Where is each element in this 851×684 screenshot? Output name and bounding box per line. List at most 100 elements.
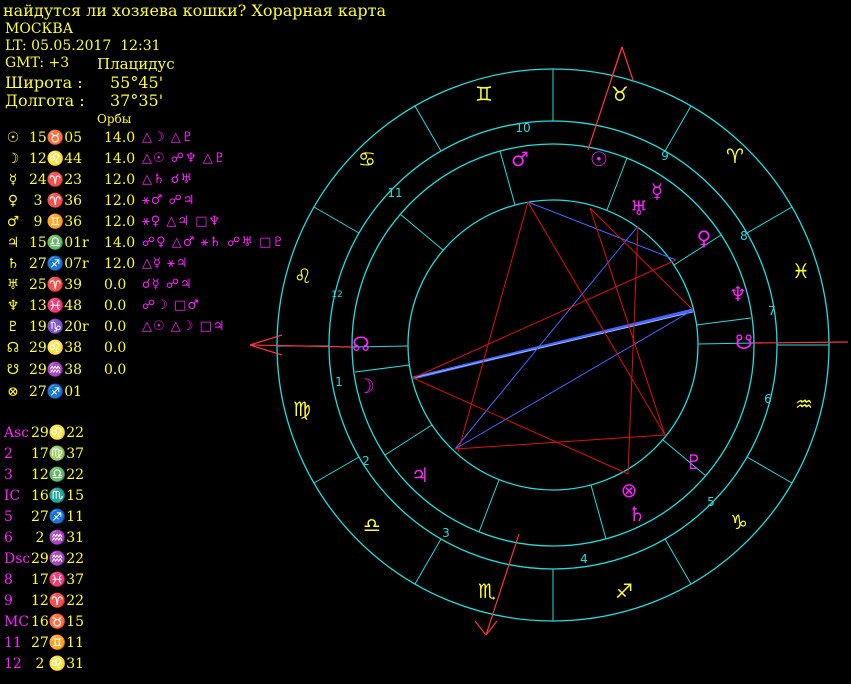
- jupiter-icon: ♃: [411, 463, 429, 487]
- planet-aspects: △♄ ☌♅: [142, 172, 194, 187]
- south-node-icon: ☋: [735, 330, 753, 354]
- part-of-fortune-icon: ⊗: [621, 478, 638, 502]
- sun-icon: ☉: [6, 130, 20, 146]
- house-cusp: 17♍37: [31, 446, 85, 462]
- pisces-icon: ♓: [792, 259, 810, 283]
- longitude-value: 37°35': [110, 91, 164, 110]
- planet-aspects: ⚹♂ ☍♃: [142, 193, 196, 208]
- virgo-icon: ♍: [293, 397, 311, 421]
- aspect-lines: [412, 201, 694, 475]
- libra-icon: ♎: [363, 513, 381, 537]
- house-number: 4: [580, 552, 588, 566]
- planet-position: 12♌44: [29, 151, 83, 167]
- house-label: 11: [4, 635, 22, 651]
- angles-axes: [249, 46, 849, 636]
- planet-orb: 12.0: [104, 193, 136, 209]
- local-time: LT: 05.05.2017 12:31: [5, 38, 161, 54]
- planet-position: 27♐07r: [29, 256, 89, 272]
- house-number: 11: [387, 186, 402, 200]
- scorpio-icon: ♏: [478, 579, 496, 603]
- planet-position: 29♒38: [29, 362, 83, 378]
- sagittarius-icon: ♐: [615, 579, 633, 603]
- chart-title: найдутся ли хозяева кошки? Хорарная карт…: [3, 1, 387, 20]
- jupiter-icon: ♃: [6, 235, 20, 251]
- house-label: 6: [4, 530, 13, 546]
- house-cusp: 2 ♒31: [31, 530, 85, 546]
- planet-position: 15♎01r: [29, 235, 89, 251]
- house-label: 12: [4, 656, 22, 672]
- leo-icon: ♌: [294, 264, 312, 288]
- venus-icon: ♀: [697, 226, 712, 250]
- gemini-icon: ♊: [475, 82, 493, 106]
- house-cusp: 12♈22: [31, 593, 85, 609]
- planet-orb: 0.0: [104, 298, 127, 314]
- north-node-icon: ☊: [352, 332, 370, 356]
- planet-aspects: ☍☽ □♂: [142, 298, 200, 313]
- cancer-icon: ♋: [358, 147, 376, 171]
- planet-aspects: ☍♀ △♂ ⚹♄ ☍♅ □♇: [142, 235, 286, 250]
- house-label: 8: [4, 572, 13, 588]
- planet-aspects: △☽ △♇: [142, 130, 195, 145]
- house-number: 9: [661, 149, 669, 163]
- planet-position: 24♈23: [29, 172, 83, 188]
- saturn-icon: ♄: [6, 256, 20, 272]
- longitude-label: Долгота :: [5, 91, 85, 110]
- neptune-icon: ♆: [6, 298, 20, 314]
- sun-icon: ☉: [590, 147, 608, 171]
- house-number: 10: [515, 121, 530, 135]
- planet-orb: 12.0: [104, 256, 136, 272]
- house-cusp: 27♊11: [31, 635, 85, 651]
- house-number: 8: [740, 229, 748, 243]
- house-label: 5: [4, 509, 13, 525]
- house-cusp: 16♏15: [31, 488, 85, 504]
- planet-orb: 0.0: [104, 340, 127, 356]
- house-number: 2: [362, 454, 370, 468]
- house-cusp: 29♒22: [31, 551, 85, 567]
- south-node-icon: ☋: [6, 362, 20, 378]
- orbs-header: Орбы: [97, 112, 132, 126]
- planet-aspects: △☉ ☍♆ △♇: [142, 151, 227, 166]
- latitude-label: Широта :: [5, 73, 83, 92]
- mercury-icon: ☿: [651, 179, 663, 203]
- uranus-icon: ♅: [630, 196, 648, 220]
- planet-aspects: △☉ △☽ □♃: [142, 319, 226, 334]
- planet-orb: 0.0: [104, 362, 127, 378]
- mars-icon: ♂: [6, 214, 20, 230]
- house-label: IC: [4, 488, 21, 504]
- planet-orb: 12.0: [104, 172, 136, 188]
- house-cusp: 27♐11: [31, 509, 85, 525]
- house-cusp: 12♎22: [31, 467, 85, 483]
- house-number: 5: [707, 495, 715, 509]
- house-cusp: 17♓37: [31, 572, 85, 588]
- venus-icon: ♀: [7, 193, 19, 209]
- house-cusp: 29♌22: [31, 425, 85, 441]
- planet-position: 15♉05: [29, 130, 83, 146]
- moon-icon: ☽: [357, 374, 375, 398]
- neptune-icon: ♆: [729, 282, 747, 306]
- house-number: 7: [768, 304, 776, 318]
- house-number: 6: [764, 392, 772, 406]
- planet-aspects: ⚹♀ △♃ □♆: [142, 214, 222, 229]
- planet-position: 27♐01: [29, 384, 83, 400]
- mars-icon: ♂: [511, 147, 529, 171]
- capricorn-icon: ♑: [730, 510, 748, 534]
- gmt-offset: GMT: +3: [5, 55, 70, 71]
- taurus-icon: ♉: [611, 82, 629, 106]
- planet-position: 9 ♊36: [29, 214, 83, 230]
- house-label: 3: [4, 467, 13, 483]
- house-label: MC: [4, 614, 30, 630]
- house-number: 12: [331, 290, 342, 300]
- planet-aspects: △☿ ⚹♃: [142, 256, 189, 271]
- house-number: 3: [442, 526, 450, 540]
- part-of-fortune-icon: ⊗: [7, 384, 19, 400]
- planet-position: 13♓48: [29, 298, 83, 314]
- aquarius-icon: ♒: [795, 392, 813, 416]
- house-label: 2: [4, 446, 13, 462]
- planet-orb: 14.0: [104, 151, 136, 167]
- city-label: МОСКВА: [5, 21, 74, 37]
- planet-position: 29♌38: [29, 340, 83, 356]
- planet-position: 3 ♈36: [29, 193, 83, 209]
- aspect-circle: [407, 199, 699, 491]
- house-label: 9: [4, 593, 13, 609]
